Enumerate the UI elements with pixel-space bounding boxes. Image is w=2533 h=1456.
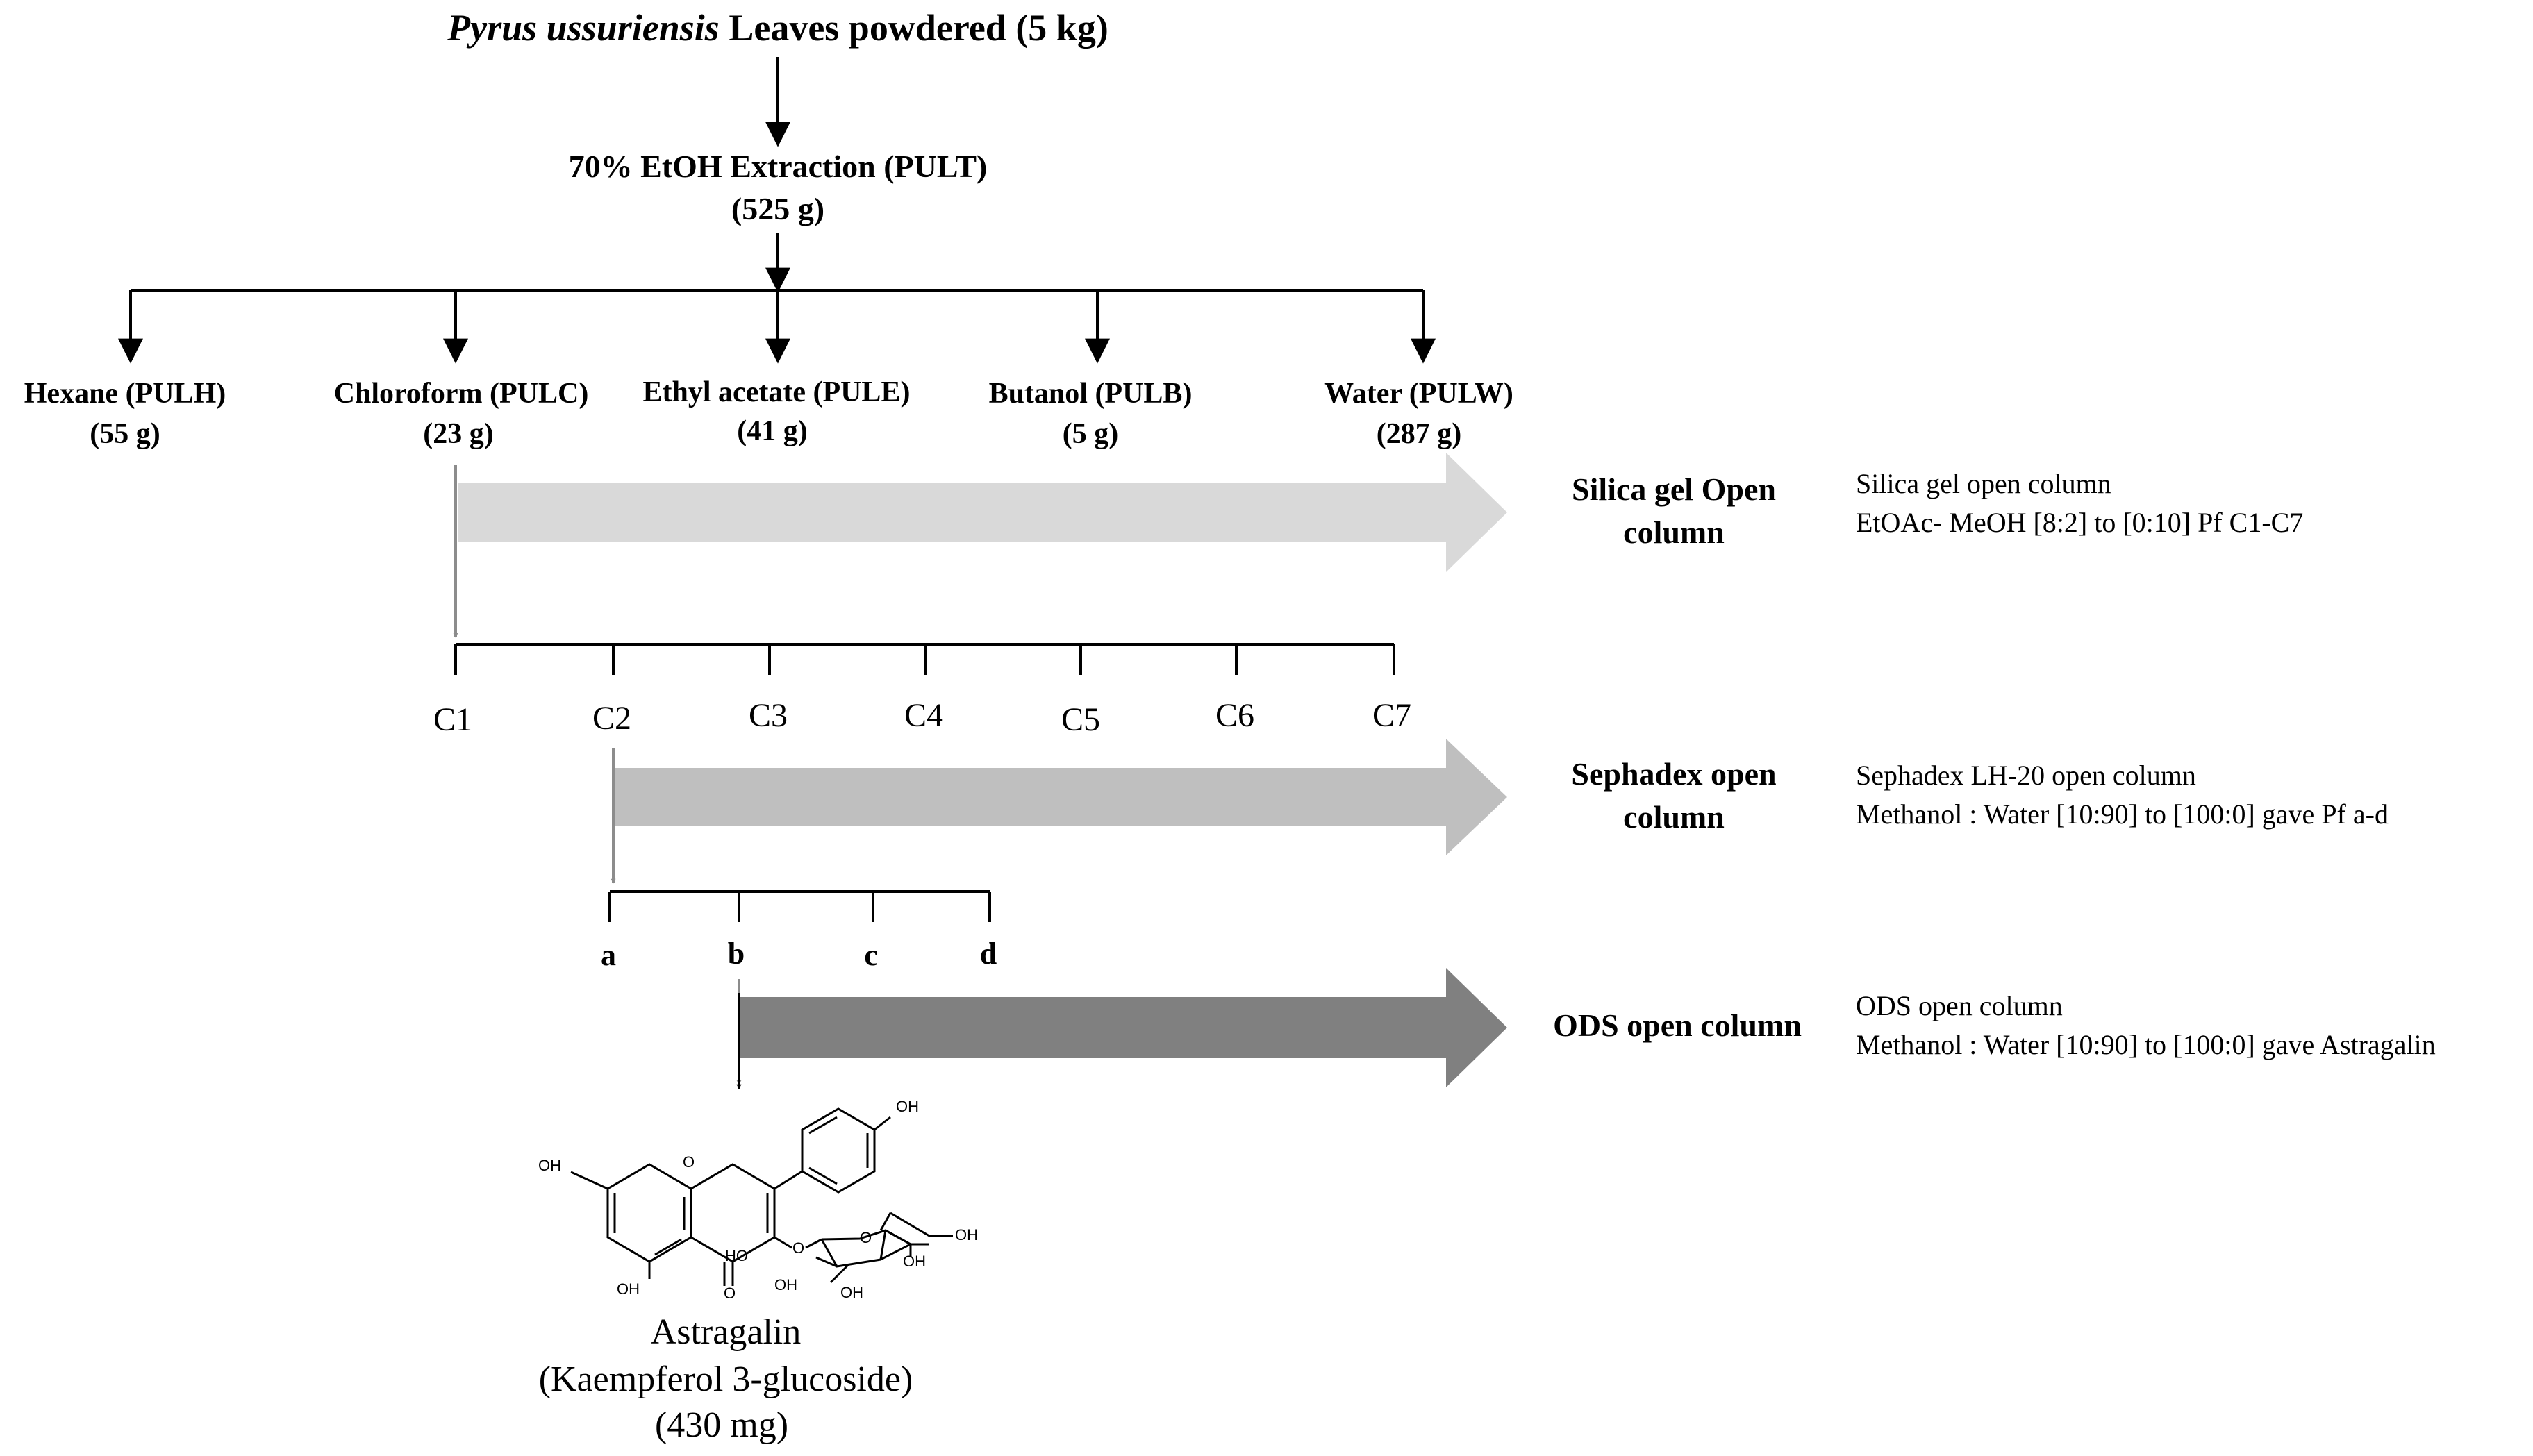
atom-sugar-oh-3: OH bbox=[840, 1284, 863, 1301]
fraction-c7: C7 bbox=[1372, 697, 1411, 734]
ods-step-arrow bbox=[740, 968, 1507, 1087]
silica-gel-step-arrow bbox=[458, 453, 1507, 572]
sephadex-step-name: Sephadex open bbox=[1571, 756, 1776, 792]
fraction-ethyl-acetate-name: Ethyl acetate (PULE) bbox=[643, 376, 911, 408]
product-mass: (430 mg) bbox=[655, 1405, 788, 1445]
product-alt-name: (Kaempferol 3-glucoside) bbox=[539, 1359, 913, 1399]
atom-5-oh: OH bbox=[617, 1280, 640, 1298]
fraction-hexane-name: Hexane (PULH) bbox=[24, 378, 226, 410]
silica-step-name-line2: column bbox=[1623, 514, 1725, 550]
sephadex-step-name-line2: column bbox=[1623, 799, 1725, 835]
fraction-c1: C1 bbox=[433, 701, 472, 738]
extraction-label: 70% EtOH Extraction (PULT) bbox=[569, 149, 988, 184]
species-name: Pyrus ussuriensis bbox=[447, 7, 720, 49]
sephadex-step-arrow bbox=[615, 739, 1507, 855]
fraction-butanol-mass: (5 g) bbox=[1063, 418, 1118, 450]
silica-step-desc-2: EtOAc- MeOH [8:2] to [0:10] Pf C1-C7 bbox=[1856, 507, 2303, 538]
sephadex-step-desc-1: Sephadex LH-20 open column bbox=[1856, 760, 2196, 791]
fraction-c5: C5 bbox=[1061, 701, 1100, 738]
fraction-b: b bbox=[728, 937, 745, 971]
starting-material-rest: Leaves powdered (5 kg) bbox=[720, 7, 1108, 49]
atom-sugar-ho-1: HO bbox=[725, 1247, 748, 1264]
fraction-c3: C3 bbox=[749, 697, 788, 734]
fraction-water-mass: (287 g) bbox=[1377, 418, 1461, 450]
atom-7-oh: OH bbox=[538, 1157, 561, 1174]
sephadex-step-desc-2: Methanol : Water [10:90] to [100:0] gave… bbox=[1856, 798, 2389, 830]
fraction-hexane-mass: (55 g) bbox=[90, 418, 160, 450]
atom-sugar-ring-o: O bbox=[860, 1229, 872, 1246]
ods-step-desc-2: Methanol : Water [10:90] to [100:0] gave… bbox=[1856, 1029, 2436, 1060]
fraction-chloroform-name: Chloroform (PULC) bbox=[334, 378, 589, 410]
ring-c bbox=[690, 1163, 776, 1263]
starting-material-title: Pyrus ussuriensis Leaves powdered (5 kg) bbox=[447, 7, 1108, 49]
fraction-c: c bbox=[864, 938, 878, 972]
fraction-butanol-name: Butanol (PULB) bbox=[989, 378, 1193, 410]
atom-ring-o: O bbox=[683, 1153, 695, 1171]
atom-4prime-oh: OH bbox=[896, 1098, 919, 1115]
atom-sugar-oh-4: OH bbox=[903, 1253, 926, 1270]
fraction-c2: C2 bbox=[592, 700, 631, 737]
fraction-chloroform-mass: (23 g) bbox=[423, 418, 493, 450]
silica-step-name: Silica gel Open bbox=[1572, 471, 1776, 507]
fraction-ethyl-acetate-mass: (41 g) bbox=[737, 415, 807, 447]
fraction-c4: C4 bbox=[904, 697, 943, 734]
ring-a bbox=[606, 1163, 692, 1263]
atom-carbonyl-o: O bbox=[724, 1285, 736, 1302]
extraction-mass: (525 g) bbox=[731, 191, 824, 226]
fraction-d: d bbox=[980, 937, 997, 971]
atom-glycosidic-o: O bbox=[792, 1239, 804, 1257]
fraction-water-name: Water (PULW) bbox=[1324, 378, 1513, 410]
astragalin-structure: OH OH OH O O O O OH HO OH OH OH bbox=[538, 1098, 978, 1302]
atom-sugar-oh-2: OH bbox=[774, 1276, 797, 1294]
ods-step-name: ODS open column bbox=[1553, 1007, 1802, 1043]
ods-step-desc-1: ODS open column bbox=[1856, 990, 2063, 1021]
fraction-c6: C6 bbox=[1215, 697, 1254, 734]
product-name: Astragalin bbox=[651, 1312, 802, 1352]
ring-b bbox=[801, 1107, 876, 1194]
silica-step-desc-1: Silica gel open column bbox=[1856, 468, 2111, 499]
atom-6-oh: OH bbox=[955, 1226, 978, 1244]
fraction-a: a bbox=[601, 938, 616, 972]
